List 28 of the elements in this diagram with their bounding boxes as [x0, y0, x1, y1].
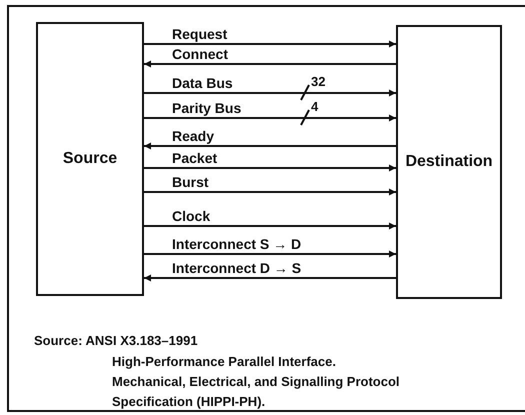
block-box: [396, 25, 502, 299]
source-note: Source: ANSI X3.183–1991: [34, 332, 199, 350]
edge-label: Parity Bus: [171, 101, 242, 116]
edge-label: Burst: [171, 175, 210, 190]
edge-label: Ready: [171, 129, 216, 144]
signal-arrow: [144, 40, 396, 48]
edge-label: Data Bus: [171, 76, 234, 91]
signal-arrow: [144, 164, 396, 172]
signal-arrow: [144, 274, 396, 282]
signal-arrow: [144, 90, 396, 96]
signal-arrow: [144, 142, 396, 150]
block-label: Destination: [405, 153, 493, 171]
edge-label: Request: [171, 27, 228, 42]
signal-arrow: [144, 222, 396, 230]
edge-label: Connect: [171, 47, 229, 62]
edge-label: Packet: [171, 151, 218, 166]
block-label: Source: [62, 150, 118, 168]
bus-width-label: 4: [311, 100, 318, 114]
bus-width-label: 32: [311, 75, 326, 89]
edge-label: Interconnect D → S: [171, 261, 302, 276]
signal-arrow: [144, 250, 396, 258]
edge-label: Clock: [171, 209, 212, 224]
signal-arrow: [144, 60, 396, 68]
source-note: High-Performance Parallel Interface. Mechanical, Electrical, and Signalling Protocol Specification (HIPPI-PH).: [112, 353, 401, 411]
signal-arrow: [144, 114, 396, 122]
edge-label: Interconnect S → D: [171, 237, 302, 252]
block-box: [36, 22, 144, 296]
signal-arrow: [144, 188, 396, 196]
